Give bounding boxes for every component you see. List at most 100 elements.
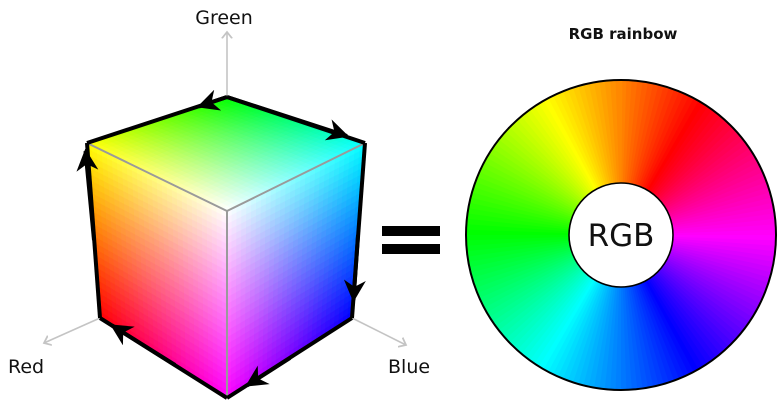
wheel-hue-segment	[542, 278, 598, 372]
cube-edge-arrow	[245, 356, 292, 388]
wheel-hue-segment	[648, 275, 713, 365]
wheel-hue-segment	[466, 239, 572, 257]
wheel-hue-segment	[664, 157, 759, 212]
wheel-hue-segment	[604, 80, 618, 186]
wheel-hue-segment	[666, 253, 765, 300]
wheel-hue-segment	[492, 142, 581, 208]
wheel-hue-segment	[648, 106, 714, 195]
cube-edge-line	[226, 95, 366, 145]
wheel-hue-segment	[657, 267, 740, 340]
rgb-cube	[76, 89, 367, 400]
wheel-hue-segment	[632, 283, 664, 386]
wheel-hue-segment	[646, 100, 705, 193]
wheel-hue-segment	[665, 255, 763, 305]
wheel-hue-segment	[548, 95, 600, 191]
wheel-hue-segment	[466, 233, 572, 241]
wheel-hue-segment	[665, 162, 761, 214]
wheel-hue-segment	[484, 156, 578, 212]
wheel-hue-segment	[670, 218, 776, 232]
wheel-hue-segment	[469, 244, 573, 273]
wheel-hue-segment	[486, 259, 579, 318]
wheel-hue-segment	[669, 202, 774, 227]
wheel-outline	[465, 79, 777, 391]
wheel-hue-segment	[537, 277, 596, 370]
cube-top-face	[87, 97, 365, 211]
wheel-hue-segment	[661, 143, 751, 208]
wheel-hue-segment	[488, 261, 580, 322]
wheel-hue-segment	[664, 256, 761, 309]
wheel-hue-segment	[494, 264, 582, 331]
wheel-hue-segment	[498, 134, 583, 205]
wheel-hue-segment	[651, 112, 722, 197]
wheel-hue-segment	[556, 280, 603, 379]
red-axis-line	[44, 317, 101, 343]
wheel-hue-segment	[641, 93, 691, 191]
wheel-hue-segment	[578, 84, 610, 187]
wheel-hue-segment	[505, 126, 586, 202]
wheel-hue-segment	[656, 127, 738, 202]
wheel-hue-segment	[624, 284, 638, 390]
wheel-hue-segment	[670, 213, 776, 231]
wheel-hue-segment	[553, 92, 602, 191]
wheel-hue-segment	[650, 109, 718, 196]
wheel-hue-segment	[594, 81, 615, 186]
wheel-hue-segment	[528, 275, 594, 364]
wheel-hue-segment	[521, 112, 591, 197]
cube-edge-arrow	[343, 234, 366, 303]
wheel-hue-segment	[654, 270, 729, 352]
wheel-hue-segment	[661, 262, 750, 328]
rgb-color-wheel	[466, 80, 776, 390]
wheel-hue-segment	[647, 276, 708, 368]
wheel-hue-segment	[489, 147, 580, 209]
wheel-hue-segment	[656, 268, 737, 344]
wheel-hue-segment	[644, 98, 700, 192]
wheel-hue-segment	[669, 192, 772, 224]
blue-axis-label: Blue	[388, 356, 430, 378]
wheel-hue-segment	[509, 122, 587, 201]
wheel-hue-segment	[654, 119, 730, 200]
wheel-hue-segment	[659, 265, 744, 336]
wheel-hue-segment	[562, 88, 605, 189]
wheel-hue-segment	[630, 283, 659, 387]
wheel-hue-segment	[638, 89, 681, 189]
cube-inner-edge-top-right	[226, 142, 366, 212]
wheel-hue-segment	[662, 261, 753, 323]
wheel-hue-segment	[486, 151, 579, 210]
wheel-hue-segment	[466, 238, 572, 252]
wheel-hue-segment	[477, 170, 576, 217]
wheel-hue-segment	[659, 135, 744, 205]
wheel-hue-segment	[652, 272, 725, 355]
wheel-hue-segment	[479, 165, 577, 215]
wheel-hue-segment	[663, 152, 756, 211]
wheel-hue-segment	[513, 118, 588, 200]
wheel-hue-segment	[483, 258, 578, 313]
wheel-hue-segment	[567, 87, 606, 189]
wheel-hue-segment	[481, 256, 577, 308]
wheel-hue-segment	[642, 95, 695, 192]
wheel-hue-segment	[666, 171, 766, 217]
wheel-hue-segment	[637, 281, 680, 382]
wheel-hue-segment	[471, 248, 574, 283]
wheel-hue-segment	[650, 274, 717, 362]
wheel-hue-segment	[533, 276, 595, 367]
blue-axis-line	[351, 317, 406, 345]
wheel-hue-segment	[664, 258, 758, 314]
wheel-hue-segment	[636, 281, 675, 383]
wheel-hue-segment	[640, 279, 689, 378]
wheel-hue-segment	[508, 269, 587, 347]
wheel-hue-segment	[599, 80, 617, 186]
wheel-hue-segment	[529, 105, 594, 195]
wheel-hue-segment	[627, 284, 648, 389]
wheel-hue-segment	[629, 283, 654, 388]
wheel-hue-segment	[639, 91, 686, 190]
wheel-hue-segment	[517, 115, 590, 198]
wheel-hue-segment	[670, 208, 775, 229]
wheel-hue-segment	[478, 254, 577, 303]
wheel-hue-segment	[534, 102, 595, 194]
wheel-hue-segment	[491, 262, 581, 327]
wheel-hue-segment	[669, 197, 773, 226]
wheel-hue-segment	[520, 273, 591, 358]
wheel-hue-segment	[644, 278, 699, 373]
wheel-hue-segment	[667, 252, 767, 295]
